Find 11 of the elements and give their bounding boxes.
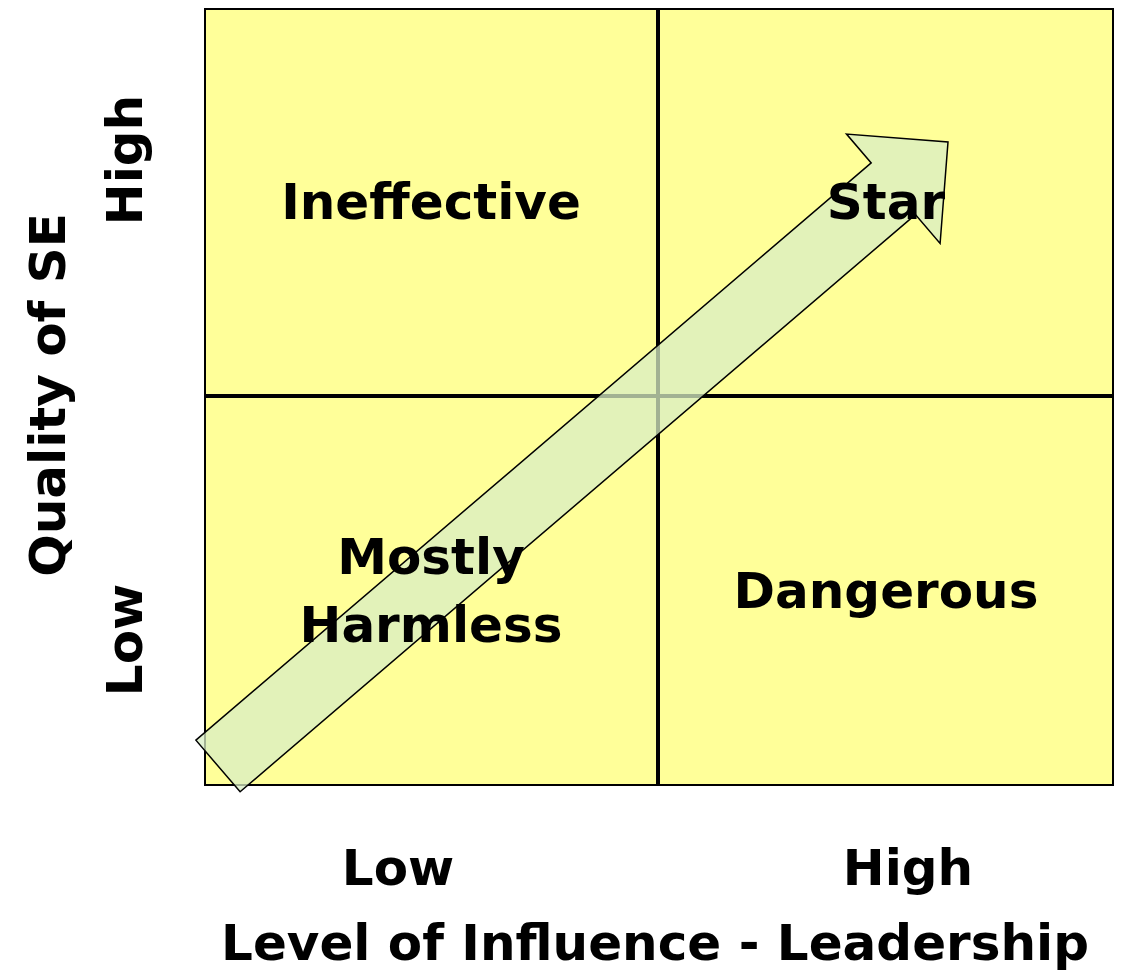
quadrant-cell <box>204 8 658 396</box>
axis-tick-label: Low <box>96 583 154 697</box>
axis-title: Level of Influence - Leadership <box>221 914 1089 972</box>
axis-title: Quality of SE <box>19 213 77 577</box>
axis-tick-label: Low <box>341 839 455 897</box>
quadrant-label: Dangerous <box>733 561 1039 622</box>
block-arrow <box>194 133 949 793</box>
axis-tick-label: High <box>842 839 974 897</box>
axis-tick-label: High <box>96 94 154 226</box>
quadrant-cell <box>658 396 1114 786</box>
quadrant-label: Ineffective <box>281 172 581 233</box>
